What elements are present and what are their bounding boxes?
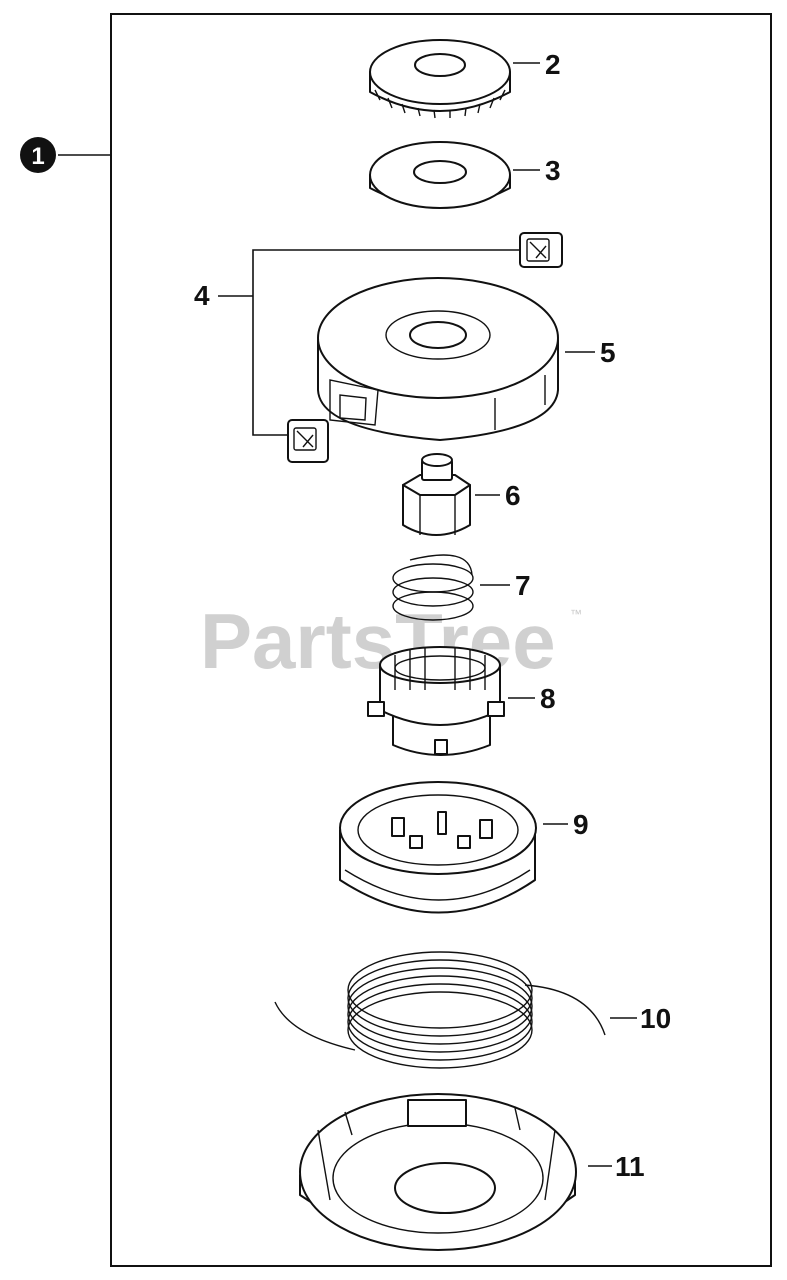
part-4-eyelet-bottom [287,419,329,463]
part-3-washer [369,141,511,209]
part-6-hex-nut [402,453,471,536]
part-11-cover [299,1093,577,1251]
part-2-toothed-washer [369,39,511,119]
diagram-frame [110,13,772,1267]
callout-label: 4 [194,280,210,311]
part-5-housing [317,277,559,441]
callout-label: 2 [545,49,561,80]
watermark-text: PartsTree [200,597,556,685]
assembly-marker: 1 [20,137,111,173]
callout-label: 5 [600,337,616,368]
callout-label: 9 [573,809,589,840]
part-10-trimmer-line [274,951,606,1069]
callout-label: 8 [540,683,556,714]
part-8-hub [367,646,505,756]
part-4-eyelet-top [519,232,563,268]
callout-label: 11 [615,1151,645,1182]
watermark-trademark: ™ [570,607,582,621]
part-4-leader [218,249,520,436]
callout-label: 7 [515,570,531,601]
assembly-number: 1 [31,143,44,170]
callout-label: 6 [505,480,521,511]
callout-label: 3 [545,155,561,186]
part-9-spool [339,781,537,914]
part-7-spring [392,554,474,621]
callout-leaders [475,62,637,1167]
callout-label: 10 [640,1003,671,1034]
